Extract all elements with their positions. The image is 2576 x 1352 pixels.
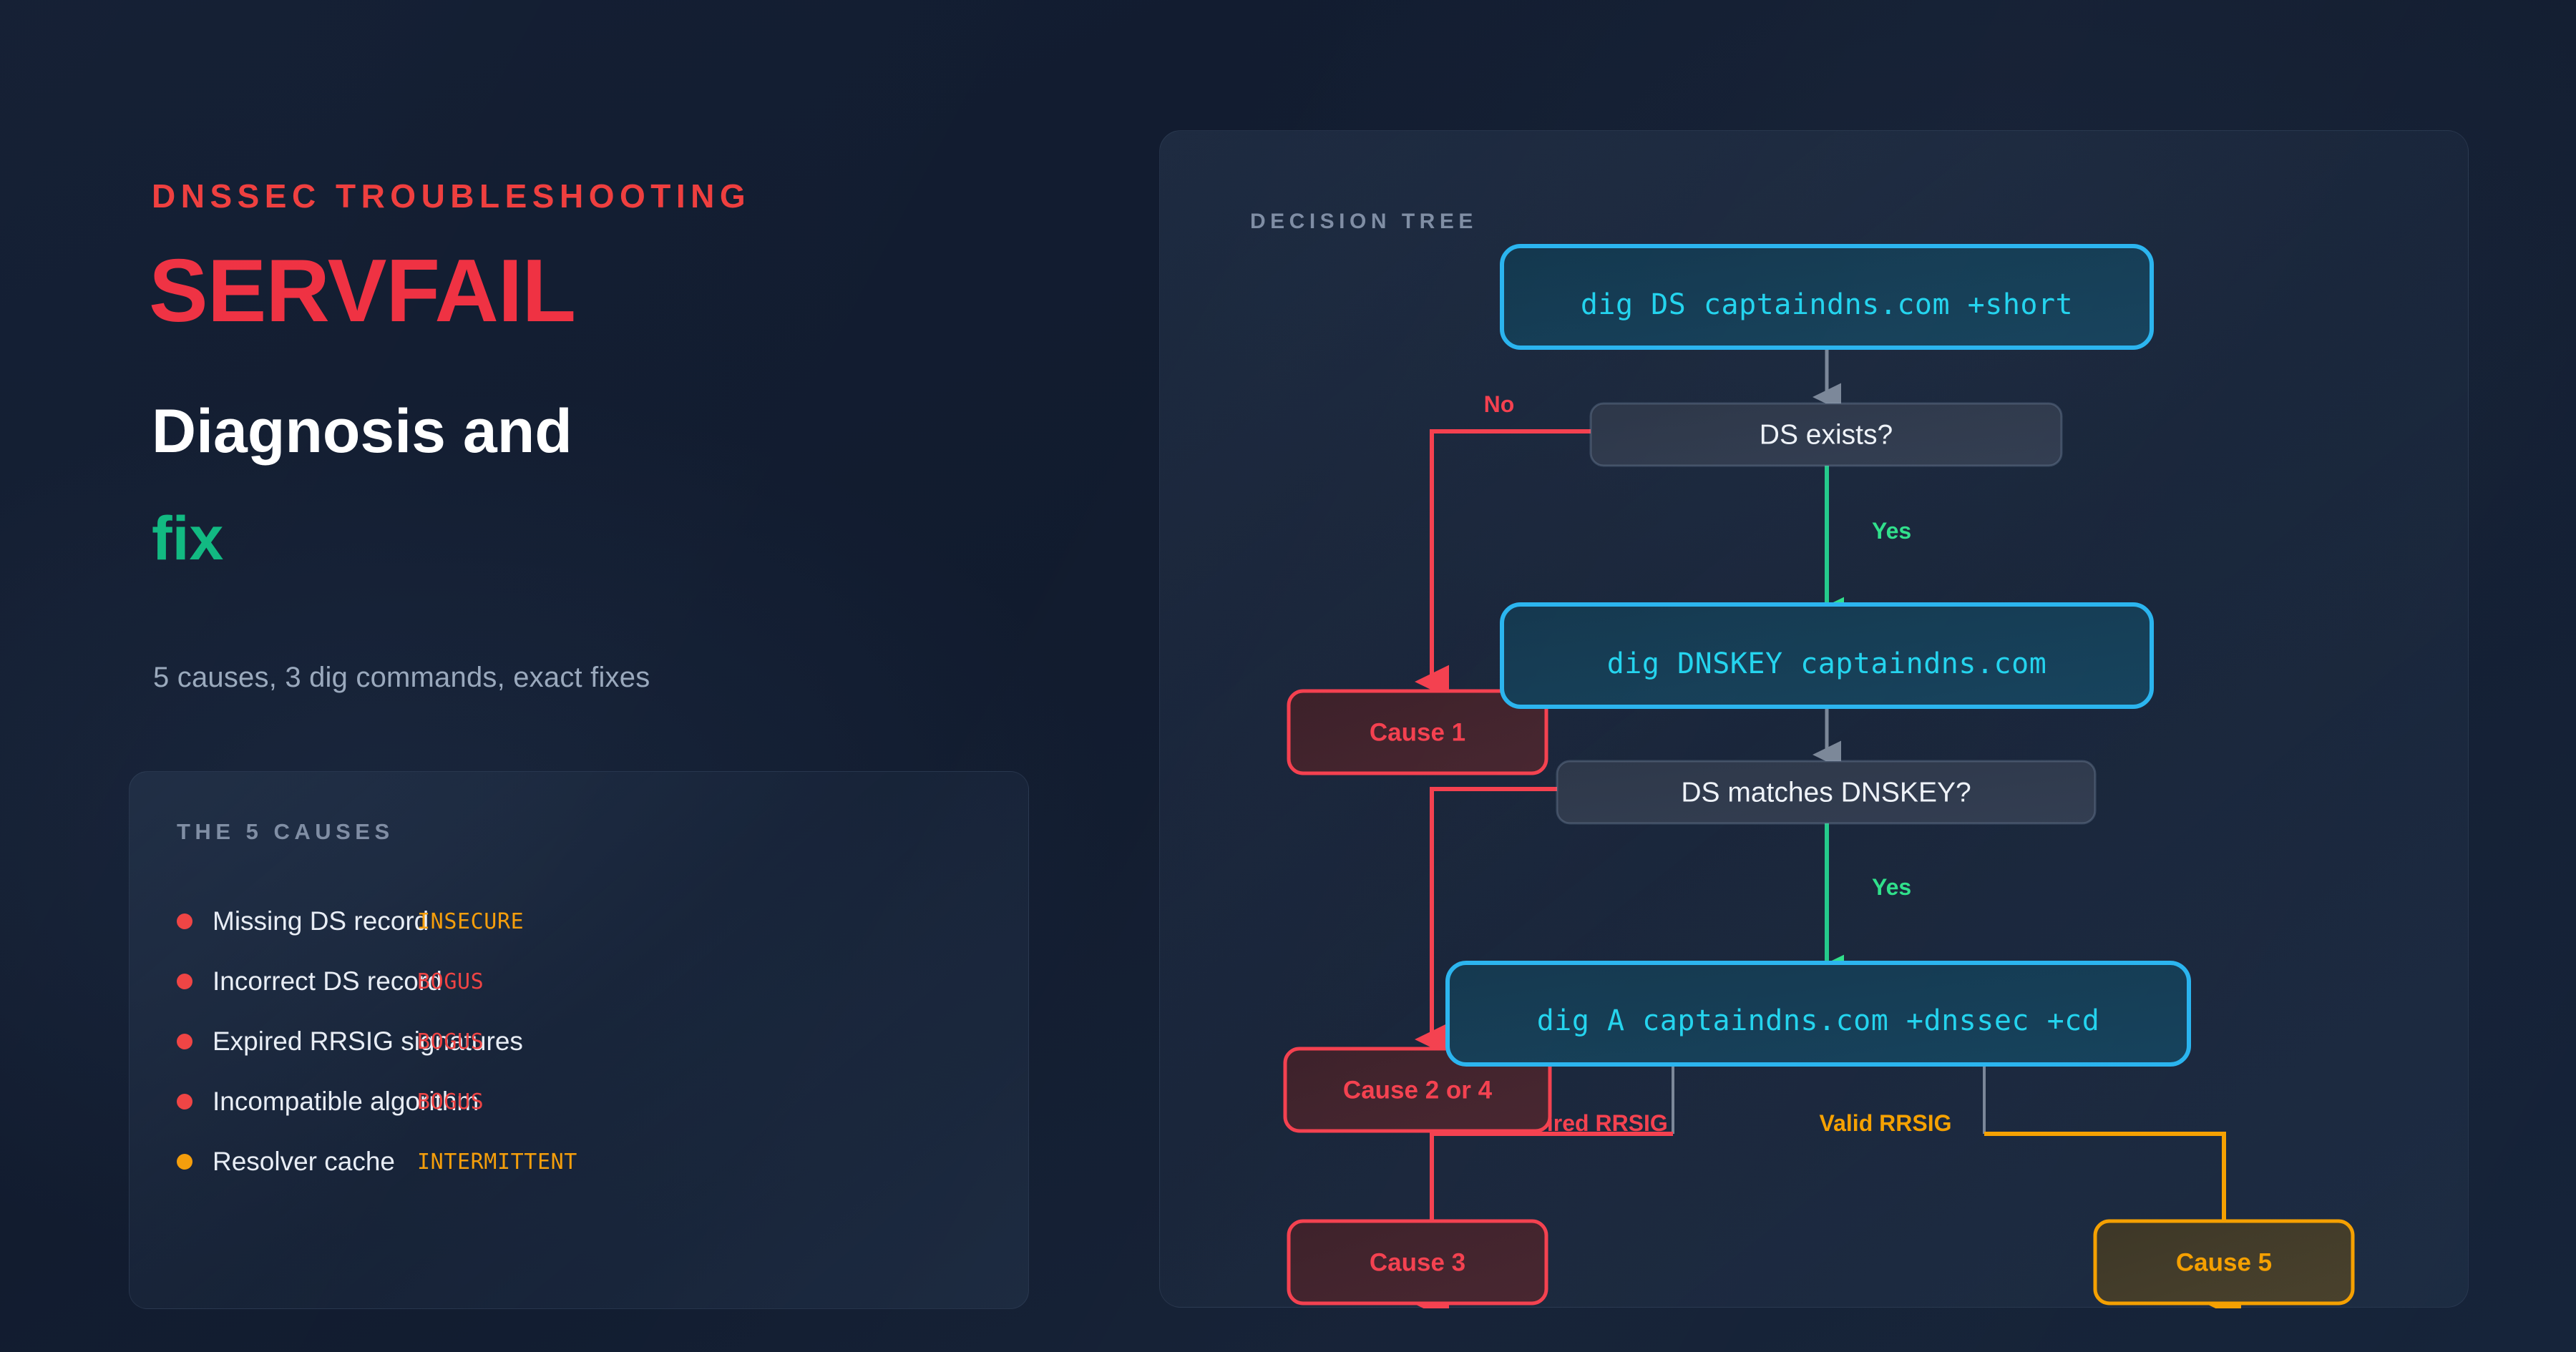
decision-tree-diagram: No Yes No Yes Expired RRSIG Valid RRSIG … (1283, 244, 2355, 1308)
node-cause-5[interactable]: Cause 5 (2093, 1219, 2355, 1306)
node-command-dig-ds[interactable]: dig DS captaindns.com +short (1500, 244, 2154, 350)
hero-description: 5 causes, 3 dig commands, exact fixes (153, 662, 650, 693)
edge-label-yes-1: Yes (1872, 518, 1911, 544)
eyebrow-label: DNSSEC TROUBLESHOOTING (152, 177, 751, 215)
cause-row: Resolver cache INTERMITTENT (177, 1145, 985, 1178)
cause-name: Resolver cache (213, 1147, 396, 1176)
page-subtitle-line1: Diagnosis and (152, 397, 572, 466)
edge-dec2-no (1414, 787, 1557, 1057)
cause-bullet-dot-icon (177, 1094, 192, 1109)
cause-status-badge: BOGUS (417, 969, 484, 994)
cause-status-badge: INTERMITTENT (417, 1149, 577, 1175)
node-command-dig-dnskey[interactable]: dig DNSKEY captaindns.com (1500, 602, 2154, 709)
node-cause-1[interactable]: Cause 1 (1287, 689, 1548, 775)
causes-card-label: THE 5 CAUSES (177, 819, 394, 844)
cause-status-badge: BOGUS (417, 1089, 484, 1115)
node-cause-2-or-4-label: Cause 2 or 4 (1343, 1076, 1493, 1104)
cause-status-badge: INSECURE (417, 908, 525, 934)
node-cause-3[interactable]: Cause 3 (1287, 1219, 1548, 1306)
cause-name: Incorrect DS record (213, 966, 442, 996)
node-decision-ds-exists[interactable]: DS exists? (1589, 402, 2063, 467)
hero-column: DNSSEC TROUBLESHOOTING SERVFAIL Diagnosi… (129, 0, 1096, 1352)
node-command-dig-ds-label: dig DS captaindns.com +short (1581, 288, 2073, 321)
node-command-dig-dnskey-label: dig DNSKEY captaindns.com (1607, 647, 2047, 680)
node-command-dig-a-dnssec[interactable]: dig A captaindns.com +dnssec +cd (1445, 961, 2191, 1067)
cause-name: Incompatible algorithm (213, 1087, 479, 1116)
edge-dec1-no (1414, 429, 1591, 699)
node-decision-ds-exists-label: DS exists? (1760, 419, 1893, 450)
node-decision-ds-matches-dnskey-label: DS matches DNSKEY? (1681, 777, 1971, 808)
edge-label-no-1: No (1484, 391, 1515, 417)
cause-name: Missing DS record (213, 906, 429, 936)
cause-status-badge: BOGUS (417, 1029, 484, 1054)
cause-bullet-dot-icon (177, 1154, 192, 1170)
edge-label-yes-2: Yes (1872, 874, 1911, 900)
node-cause-5-label: Cause 5 (2176, 1248, 2272, 1276)
node-decision-ds-matches-dnskey[interactable]: DS matches DNSKEY? (1556, 760, 2097, 825)
edge-label-valid-rrsig: Valid RRSIG (1820, 1110, 1952, 1136)
cause-bullet-dot-icon (177, 913, 192, 929)
cause-bullet-dot-icon (177, 974, 192, 989)
node-command-dig-a-dnssec-label: dig A captaindns.com +dnssec +cd (1537, 1004, 2100, 1037)
node-cause-3-label: Cause 3 (1370, 1248, 1465, 1276)
cause-name: Expired RRSIG signatures (213, 1027, 523, 1056)
decision-tree-card: DECISION TREE (1159, 130, 2469, 1308)
page-subtitle-line2: fix (152, 504, 224, 573)
decision-tree-label: DECISION TREE (1250, 210, 1478, 233)
node-cause-1-label: Cause 1 (1370, 718, 1465, 746)
page-title: SERVFAIL (149, 242, 576, 341)
cause-bullet-dot-icon (177, 1034, 192, 1049)
node-cause-2-or-4[interactable]: Cause 2 or 4 (1283, 1047, 1552, 1133)
